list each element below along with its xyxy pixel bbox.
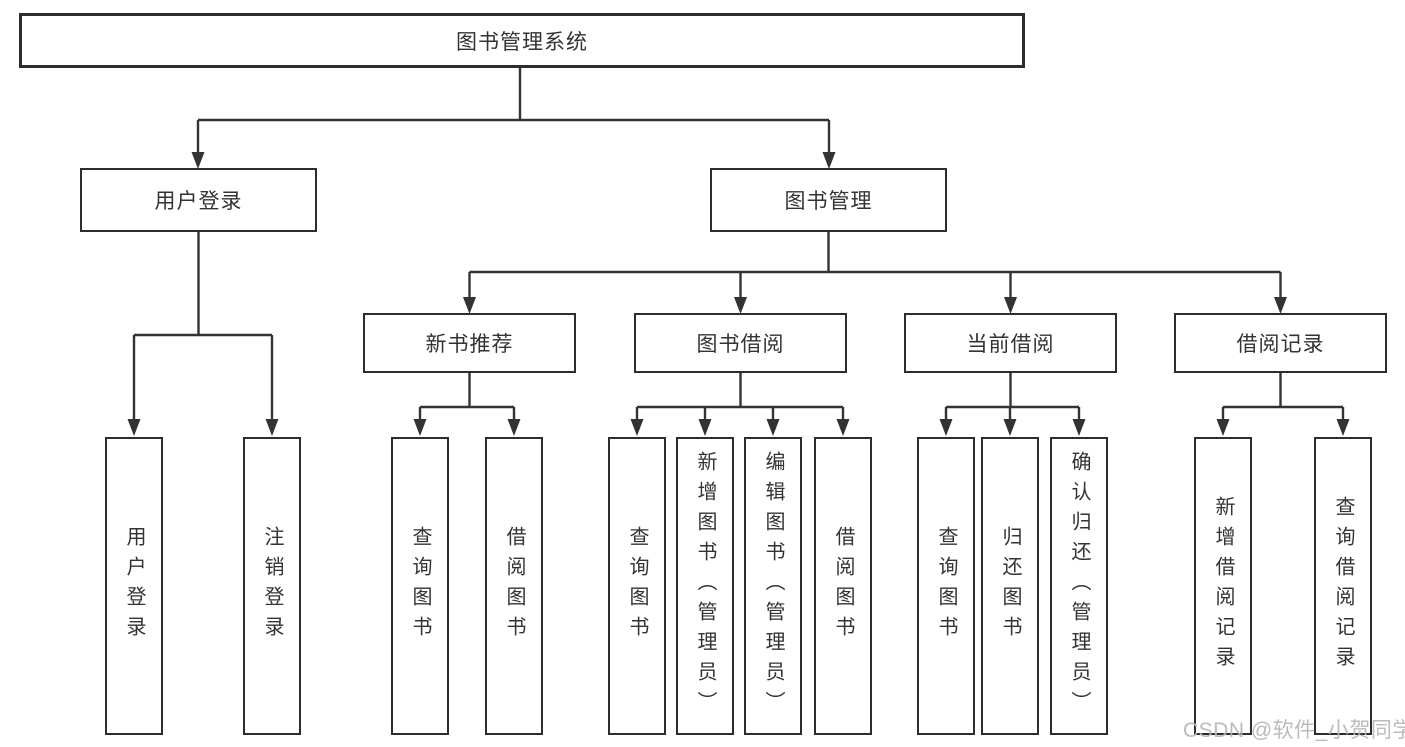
leaf-label: 编辑图书（管理员） [762, 451, 784, 721]
node-library-management-system: 图书管理系统 [19, 13, 1025, 68]
leaf-records-add-record: 新增借阅记录 [1194, 437, 1252, 735]
node-label: 新书推荐 [425, 333, 514, 356]
leaf-label: 用户登录 [123, 526, 145, 646]
node-label: 用户登录 [154, 190, 243, 213]
leaf-label: 借阅图书 [503, 526, 525, 646]
leaf-logout: 注销登录 [243, 437, 301, 735]
leaf-records-query-record: 查询借阅记录 [1314, 437, 1372, 735]
node-label: 图书借阅 [696, 333, 785, 356]
node-new-book-recommendation: 新书推荐 [363, 313, 576, 373]
leaf-newbooks-query-books: 查询图书 [391, 437, 449, 735]
leaf-label: 新增借阅记录 [1212, 496, 1234, 676]
leaf-label: 借阅图书 [832, 526, 854, 646]
leaf-label: 新增图书（管理员） [694, 451, 716, 721]
node-label: 图书管理 [784, 190, 873, 213]
node-borrowing-records: 借阅记录 [1174, 313, 1387, 373]
node-current-borrowing: 当前借阅 [904, 313, 1117, 373]
leaf-label: 注销登录 [261, 526, 283, 646]
leaf-borrowing-borrow-books: 借阅图书 [814, 437, 872, 735]
tree-connectors [132, 68, 1345, 421]
leaf-label: 查询图书 [935, 526, 957, 646]
node-label: 借阅记录 [1236, 333, 1325, 356]
leaf-user-login: 用户登录 [105, 437, 163, 735]
node-book-borrowing: 图书借阅 [634, 313, 847, 373]
leaf-label: 查询图书 [409, 526, 431, 646]
leaf-current-query-books: 查询图书 [917, 437, 975, 735]
leaf-label: 查询借阅记录 [1332, 496, 1354, 676]
leaf-label: 查询图书 [626, 526, 648, 646]
leaf-newbooks-borrow-books: 借阅图书 [485, 437, 543, 735]
leaf-borrowing-query-books: 查询图书 [608, 437, 666, 735]
node-label: 当前借阅 [966, 333, 1055, 356]
leaf-current-return-books: 归还图书 [981, 437, 1039, 735]
node-book-management: 图书管理 [710, 168, 947, 232]
leaf-borrowing-add-book-admin: 新增图书（管理员） [676, 437, 734, 735]
leaf-current-confirm-return-admin: 确认归还（管理员） [1050, 437, 1108, 735]
node-user-login: 用户登录 [80, 168, 317, 232]
node-label: 图书管理系统 [456, 30, 588, 54]
leaf-label: 确认归还（管理员） [1068, 451, 1090, 721]
csdn-watermark: CSDN @软件_小贺同学 [1183, 719, 1405, 742]
leaf-label: 归还图书 [999, 526, 1021, 646]
leaf-borrowing-edit-book-admin: 编辑图书（管理员） [744, 437, 802, 735]
